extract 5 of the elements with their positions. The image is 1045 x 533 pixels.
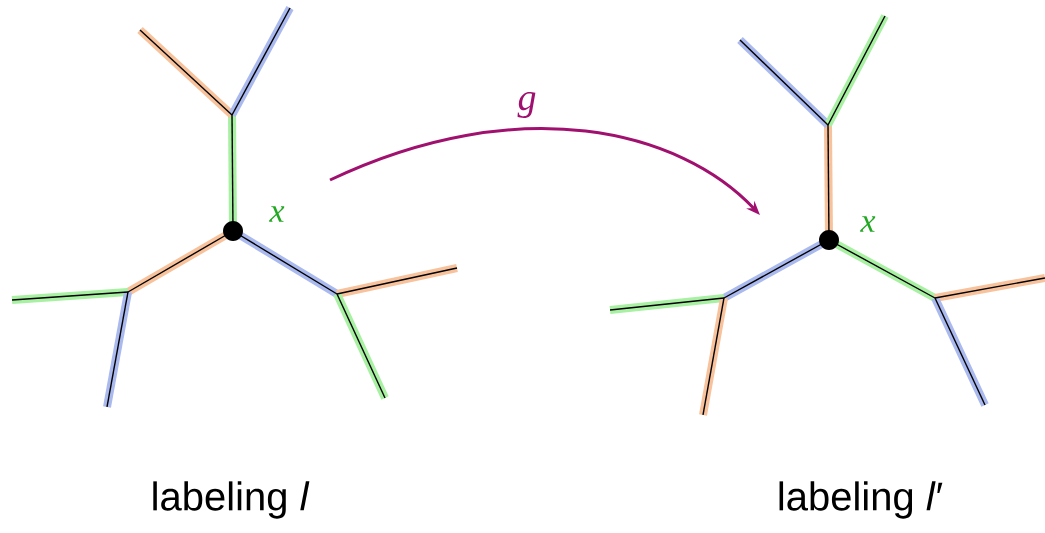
node-label: labeling l [153,481,310,519]
vertex-label: x [860,216,876,232]
vertex-label: x [269,206,285,222]
node-label: labeling l′ [779,481,943,519]
edge-label: g [517,92,536,118]
